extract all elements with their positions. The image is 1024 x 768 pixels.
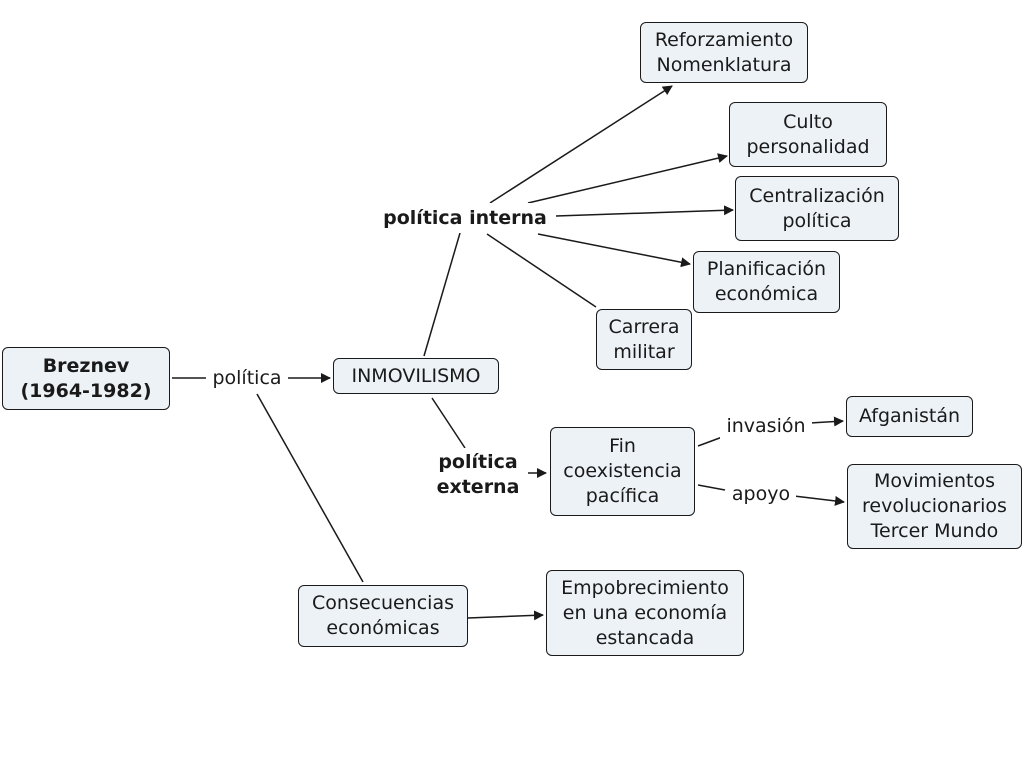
edge-interna-reforzamiento <box>489 85 673 204</box>
label-politica-externa: política externa <box>428 448 528 502</box>
node-carrera-militar[interactable]: Carrera militar <box>596 309 692 370</box>
edge-apoyo-movimientos <box>793 495 845 506</box>
node-breznev[interactable]: Breznev (1964-1982) <box>2 347 170 410</box>
edge-interna-carrera <box>486 233 597 308</box>
node-centralizacion-politica[interactable]: Centralización política <box>735 176 899 241</box>
label-politica-interna: política interna <box>374 203 556 233</box>
edge-invasion-afganistan <box>809 416 844 427</box>
node-reforzamiento-nomenklatura[interactable]: Reforzamiento Nomenklatura <box>640 22 808 83</box>
label-apoyo: apoyo <box>726 480 796 508</box>
node-empobrecimiento[interactable]: Empobrecimiento en una economía estancad… <box>546 570 744 656</box>
label-invasion: invasión <box>720 412 812 440</box>
edge-interna-culto <box>527 153 728 204</box>
edge-politica-consecuencias <box>256 393 364 583</box>
node-culto-personalidad[interactable]: Culto personalidad <box>729 102 887 167</box>
edge-consecuencias-empobrecimiento <box>467 610 544 621</box>
label-politica: política <box>206 364 288 392</box>
edge-fin-apoyo <box>697 484 726 491</box>
node-inmovilismo[interactable]: INMOVILISMO <box>333 358 499 394</box>
edge-inmovilismo-externa <box>431 397 466 449</box>
edge-inmovilismo-interna <box>423 232 461 357</box>
node-afganistan[interactable]: Afganistán <box>846 396 973 437</box>
edge-interna-planificacion <box>537 233 691 268</box>
node-movimientos-revolucionarios[interactable]: Movimientos revolucionarios Tercer Mundo <box>847 464 1022 549</box>
edge-interna-centralizacion <box>555 205 734 217</box>
node-fin-coexistencia-pacifica[interactable]: Fin coexistencia pacífica <box>550 427 695 516</box>
node-consecuencias-economicas[interactable]: Consecuencias económicas <box>298 585 468 647</box>
node-planificacion-economica[interactable]: Planificación económica <box>693 251 840 313</box>
